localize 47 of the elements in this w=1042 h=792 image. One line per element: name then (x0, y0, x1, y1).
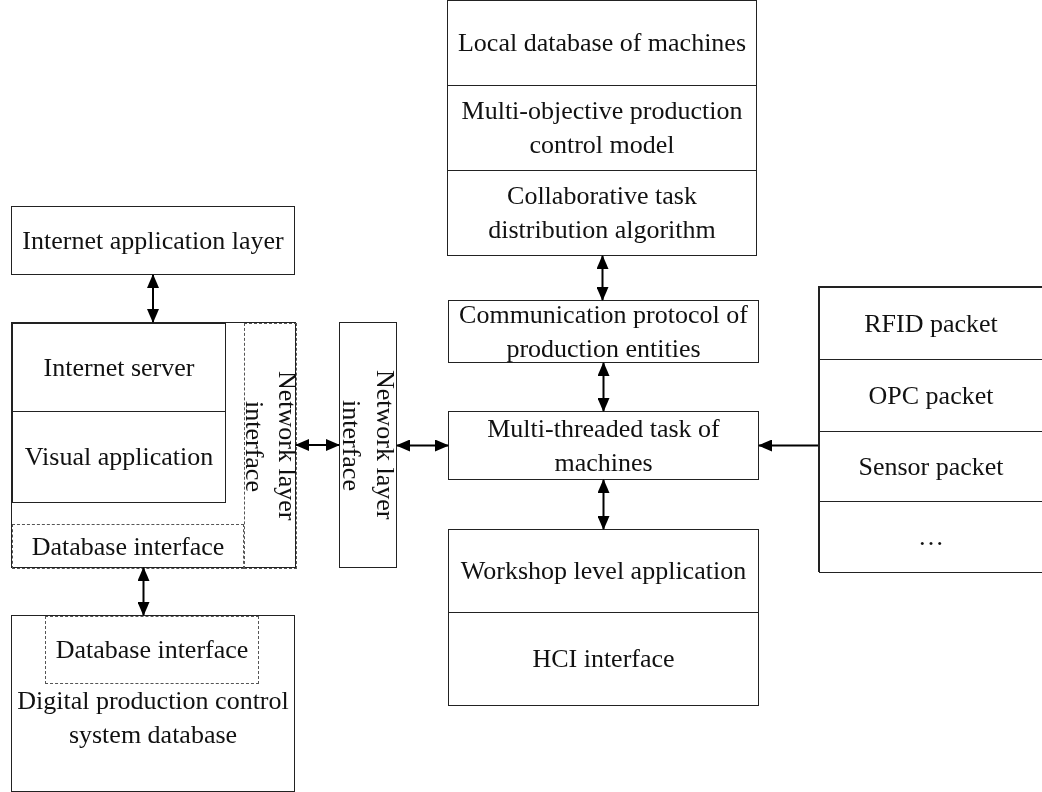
process-box (447, 0, 757, 86)
process-box (819, 287, 1042, 360)
interface-box (45, 616, 259, 684)
box-label: Multi-objective production control model (460, 95, 744, 161)
box-label: Workshop level application (459, 555, 748, 588)
arrow (137, 567, 150, 616)
box-label: HCI interface (531, 643, 676, 676)
process-box (12, 411, 226, 503)
process-box (448, 612, 759, 706)
container-box (11, 322, 296, 568)
box-label: Sensor packet (857, 450, 1005, 483)
process-box (339, 322, 397, 568)
arrow (597, 362, 610, 412)
process-box (11, 615, 295, 792)
container-box (818, 286, 1042, 572)
box-label: RFID packet (863, 307, 999, 340)
process-box (447, 85, 757, 171)
box-label: Internet application layer (21, 224, 285, 257)
box-label: Local database of machines (457, 27, 747, 60)
process-box (819, 431, 1042, 502)
interface-box (12, 524, 244, 569)
arrow (597, 479, 610, 530)
interface-box (244, 323, 297, 569)
box-label: Multi-threaded task of machines (486, 412, 721, 479)
process-box (448, 529, 759, 613)
process-box (819, 359, 1042, 432)
box-label: Collaborative task distribution algorithm (487, 180, 717, 246)
process-box (447, 170, 757, 256)
box-label: Database interface (30, 530, 226, 563)
process-box (11, 206, 295, 275)
box-label: Internet server (42, 351, 196, 384)
process-box (448, 411, 759, 480)
box-label: Visual application (23, 441, 215, 474)
process-box (819, 501, 1042, 573)
box-label: Digital production control system database (16, 685, 290, 751)
box-label: Communication protocol of production entities (458, 298, 749, 365)
box-label: Network layer interface (336, 369, 401, 522)
box-label: OPC packet (867, 379, 995, 412)
arrow (758, 439, 819, 452)
box-label: … (917, 521, 945, 554)
arrow (295, 439, 340, 451)
arrow (396, 439, 449, 452)
box-label: Network layer interface (238, 370, 304, 523)
process-box (12, 323, 226, 412)
arrow (147, 274, 159, 323)
arrow (596, 255, 609, 301)
box-label: Database interface (54, 634, 250, 667)
